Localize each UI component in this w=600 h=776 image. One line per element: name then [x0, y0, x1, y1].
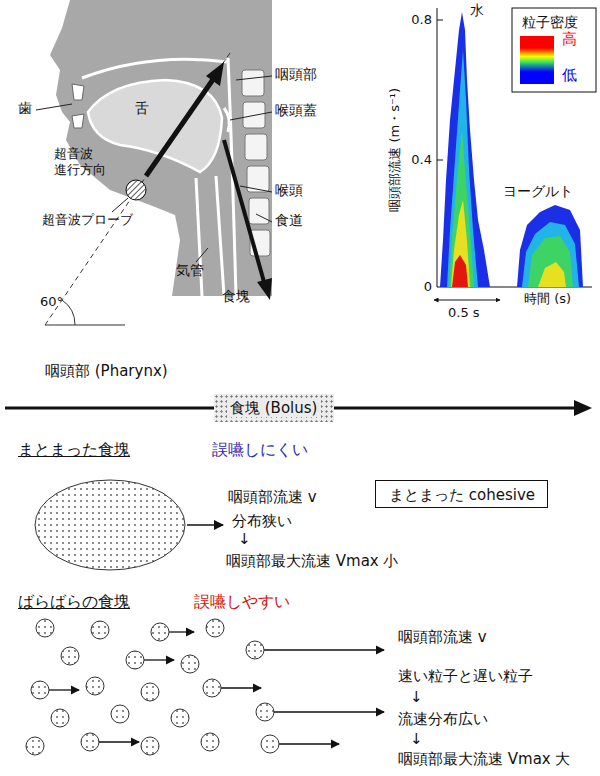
bolus-band: 食塊 (Bolus): [214, 394, 334, 422]
part-label: 舌: [135, 100, 149, 117]
effect-label: 誤嚥しにくい: [212, 440, 308, 459]
legend-title: 粒子密度: [522, 14, 578, 31]
axis-title: 咽頭部流速 (m・s⁻¹): [387, 88, 403, 212]
scale-label: 0.5 s: [448, 305, 480, 321]
node-text: まとまった cohesive: [389, 486, 534, 504]
legend-swatch: [520, 72, 554, 84]
effect-label: 誤嚥しやすい: [194, 592, 290, 611]
part-label: 超音波 進行方向: [54, 146, 110, 177]
series-label: ヨーグルト: [503, 183, 573, 200]
note-text: 分布狭い: [232, 512, 292, 530]
part-label: 喉頭: [275, 182, 303, 199]
angle-label: 60°: [40, 294, 63, 310]
note-text: 咽頭部最大流速 Vmax 大: [398, 750, 570, 768]
arrow-glyph: ↓: [410, 730, 423, 748]
note-text: 流速分布広い: [398, 710, 488, 728]
part-label: 歯: [18, 100, 32, 117]
section-heading: ばらばらの食塊: [18, 592, 130, 611]
part-label: 食塊: [222, 288, 250, 305]
legend-text: 高: [562, 30, 577, 48]
arrow-glyph: ↓: [238, 530, 251, 548]
part-label: 超音波プローブ: [42, 212, 133, 228]
part-label: 喉頭蓋: [275, 102, 317, 119]
part-label: 咽頭部: [275, 66, 317, 83]
node-text: 食塊 (Bolus): [227, 399, 321, 417]
section-heading: まとまった食塊: [18, 440, 130, 459]
series-label: 水: [470, 2, 484, 19]
note-text: 咽頭部流速 v: [398, 628, 487, 646]
tick-label: 0.8: [411, 12, 432, 28]
tick-label: 0: [424, 279, 432, 295]
tick-label: 0.4: [411, 152, 432, 168]
legend-text: 低: [562, 66, 577, 84]
note-text: 速い粒子と遅い粒子: [398, 667, 533, 685]
term-box: まとまった cohesive: [375, 480, 548, 508]
part-label: 食道: [275, 212, 303, 229]
note-text: 咽頭部流速 v: [228, 488, 317, 506]
axis-title: 時間 (s): [524, 291, 571, 307]
part-label: 気管: [176, 262, 204, 279]
arrow-glyph: ↓: [410, 688, 423, 706]
region-label: 咽頭部 (Pharynx): [45, 362, 168, 380]
legend-swatch: [520, 36, 554, 48]
note-text: 咽頭部最大流速 Vmax 小: [226, 552, 398, 570]
